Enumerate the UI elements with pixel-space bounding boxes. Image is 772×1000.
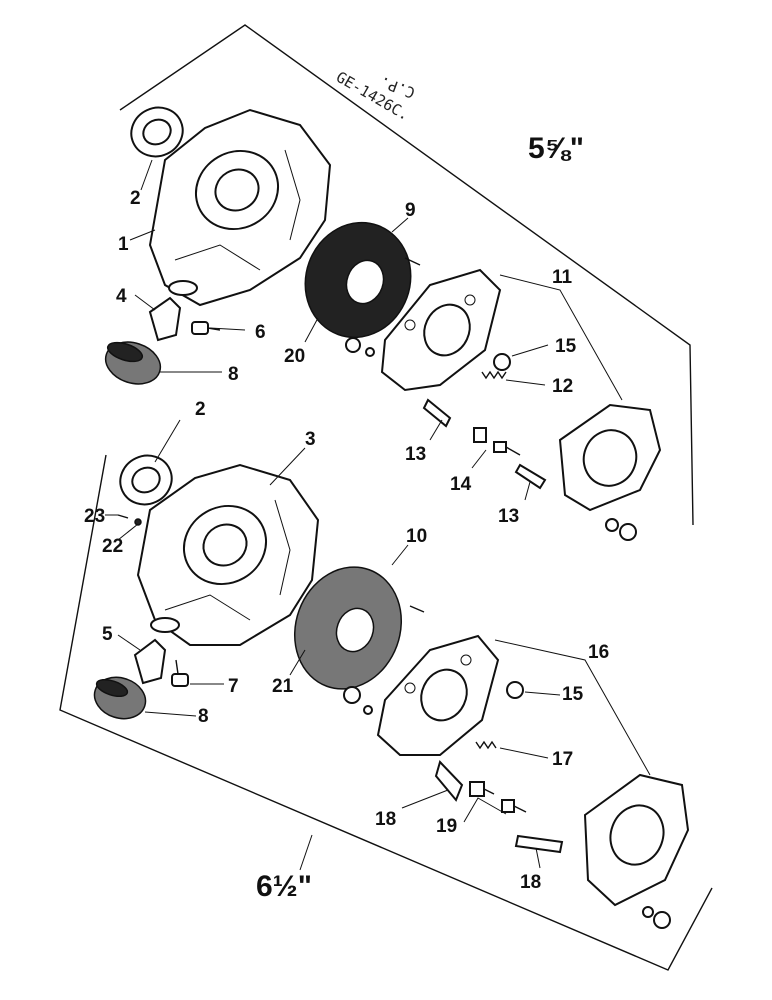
part-label: 2 xyxy=(195,399,206,420)
part-label: 13 xyxy=(498,506,519,527)
part-label: 19 xyxy=(436,816,457,837)
bushing-part-bottom xyxy=(133,638,167,685)
ring-part-bottom xyxy=(93,676,147,720)
part-label: 20 xyxy=(284,346,305,367)
bolt-part-14 xyxy=(473,427,521,456)
bushing-part-top xyxy=(148,296,182,342)
bolt-part-19 xyxy=(469,781,527,813)
part-label: 18 xyxy=(375,809,396,830)
top-assembly-frame xyxy=(119,24,694,526)
ball-part-top xyxy=(493,353,511,371)
part-label: 8 xyxy=(198,706,209,727)
part-label: 4 xyxy=(116,286,127,307)
screw-part-7 xyxy=(171,659,189,687)
part-label: 13 xyxy=(405,444,426,465)
brake-disc-bottom xyxy=(293,566,425,715)
link-part-top xyxy=(422,398,547,490)
part-label: 8 xyxy=(228,364,239,385)
bottom-assembly-frame xyxy=(59,454,713,971)
part-label: 21 xyxy=(272,676,294,697)
cover-part-bottom xyxy=(583,773,690,929)
part-label: 3 xyxy=(305,429,316,450)
part-label: 22 xyxy=(102,536,123,557)
part-label: 7 xyxy=(228,676,239,697)
part-label: 10 xyxy=(406,526,427,547)
part-label: 6 xyxy=(255,322,266,343)
size-label-top: 5⅝" xyxy=(528,132,584,165)
pin-parts-22-23 xyxy=(117,514,142,526)
pressure-plate-bottom xyxy=(376,634,500,756)
size-label-bottom: 6½" xyxy=(256,870,312,903)
brake-disc-top xyxy=(304,221,421,357)
part-label: 1 xyxy=(118,234,129,255)
part-label: 15 xyxy=(555,336,577,357)
part-label: 9 xyxy=(405,200,416,221)
leader-lines xyxy=(105,159,651,871)
spring-part-17 xyxy=(475,740,497,750)
part-label: 5 xyxy=(102,624,113,645)
ball-part-bottom xyxy=(506,681,524,699)
cover-part-top xyxy=(558,403,662,541)
housing-part-top xyxy=(148,108,332,307)
part-label: 11 xyxy=(552,267,573,288)
housing-part-bottom xyxy=(136,463,320,646)
part-label: 12 xyxy=(552,376,573,397)
part-label: 14 xyxy=(450,474,472,495)
part-label: 17 xyxy=(552,749,573,770)
part-label: 16 xyxy=(588,642,609,663)
seal-part-bottom xyxy=(119,454,173,506)
spring-part-12 xyxy=(481,370,507,380)
ring-part-top xyxy=(104,341,162,385)
part-label: 15 xyxy=(562,684,584,705)
seal-part-top xyxy=(130,106,184,158)
link-part-bottom xyxy=(434,760,564,854)
pressure-plate-top xyxy=(380,268,502,392)
part-label: 2 xyxy=(130,188,141,209)
part-label: 18 xyxy=(520,872,541,893)
part-label: 23 xyxy=(84,506,105,527)
